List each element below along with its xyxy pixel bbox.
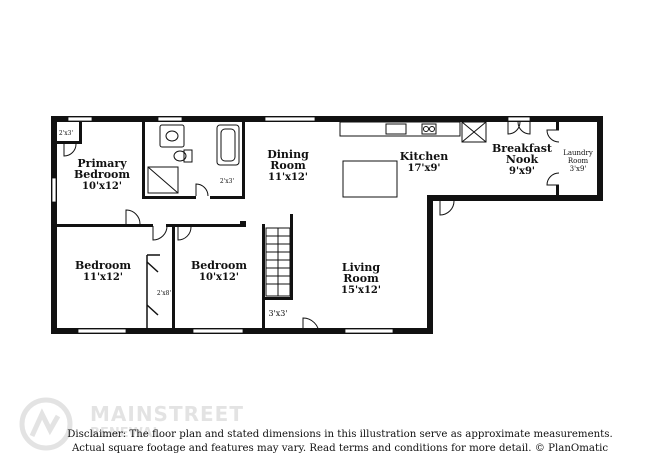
kitchen-name: Kitchen xyxy=(400,150,449,163)
brand-watermark-text: MAINSTREET xyxy=(90,402,244,426)
primary-bedroom-dim: 10'x12' xyxy=(82,181,122,192)
staircase xyxy=(265,227,291,297)
hall-closet-dim: 2'x3' xyxy=(220,178,235,185)
primary-bedroom-name-2: Bedroom xyxy=(74,168,130,181)
primary-bedroom-name-1: Primary xyxy=(77,157,127,170)
windows xyxy=(51,116,531,334)
interior-walls xyxy=(57,122,559,328)
bedroom-closet-dim: 2'x8' xyxy=(157,290,172,297)
bedroom-left-name: Bedroom xyxy=(75,259,131,272)
kitchen-fixtures xyxy=(339,121,487,198)
disclaimer-line-1: Disclaimer: The floor plan and stated di… xyxy=(67,429,613,440)
kitchen-dim: 17'x9' xyxy=(408,163,441,174)
bedroom-closet xyxy=(146,254,160,328)
laundry-room-dim: 3'x9' xyxy=(570,165,587,173)
bedroom-left-dim: 11'x12' xyxy=(83,272,123,283)
brand-logo-icon xyxy=(19,397,73,451)
dining-room-name-1: Dining xyxy=(267,148,309,161)
bedroom-mid-name: Bedroom xyxy=(191,259,247,272)
disclaimer-line-2: Actual square footage and features may v… xyxy=(71,443,609,454)
living-room-name-2: Room xyxy=(343,272,379,285)
doors xyxy=(63,121,560,335)
breakfast-nook-dim: 9'x9' xyxy=(509,166,535,177)
living-room-name-1: Living xyxy=(342,261,380,274)
laundry-room-name-1: Laundry xyxy=(563,149,593,157)
living-room-dim: 15'x12' xyxy=(341,285,381,296)
bathroom-fixtures xyxy=(147,124,240,194)
breakfast-nook-name-1: Breakfast xyxy=(492,142,553,155)
breakfast-nook-name-2: Nook xyxy=(506,153,539,166)
primary-closet-dim: 2'x3' xyxy=(59,130,74,137)
dining-room-name-2: Room xyxy=(270,159,306,172)
brand-watermark: MAINSTREET RENEWAL xyxy=(18,396,258,466)
bedroom-mid-dim: 10'x12' xyxy=(199,272,239,283)
disclaimer: Disclaimer: The floor plan and stated di… xyxy=(30,428,650,456)
laundry-room-name-2: Room xyxy=(568,157,589,165)
brand-watermark-sub: RENEWAL xyxy=(90,426,161,441)
dining-room-dim: 11'x12' xyxy=(268,172,308,183)
stair-closet-dim: 3'x3' xyxy=(268,309,287,318)
